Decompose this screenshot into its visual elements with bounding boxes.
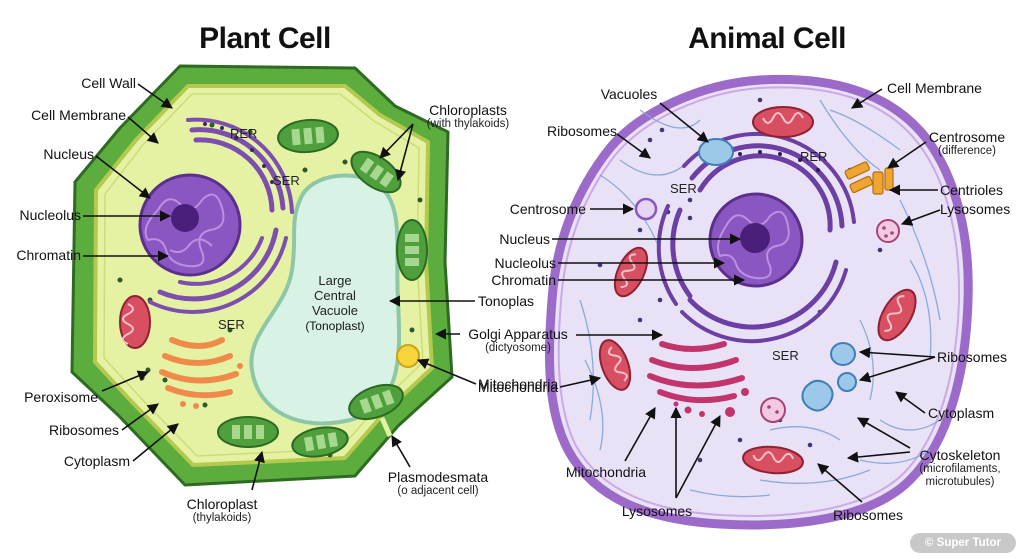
animal-label-ribosomes-top: Ribosomes (546, 123, 617, 139)
plant-mitochondrion (119, 295, 151, 349)
plant-label-vacuole-sub: (Tonoplast) (305, 319, 365, 333)
plant-label-mitochondria: Mitochondria (478, 376, 559, 392)
plant-cell-title: Plant Cell (199, 22, 331, 55)
plant-cell (70, 64, 477, 491)
plant-label-nucleus: Nucleus (43, 146, 94, 162)
animal-golgi (647, 341, 745, 404)
plant-leader-lines (83, 83, 477, 491)
plant-label-chloroplasts: Chloroplasts (with thylakoids) (427, 103, 509, 131)
plant-golgi (159, 337, 239, 399)
animal-label-chromatin: Chromatin (491, 272, 556, 288)
animal-label-cytoskeleton-title: Cytoskeleton (919, 447, 1001, 463)
animal-membrane-inner (557, 86, 961, 517)
plant-golgi-vesicles (180, 363, 243, 409)
animal-cell (545, 74, 973, 530)
animal-leader-lines (552, 88, 941, 503)
plant-label-golgi: Golgi Apparatus (dictyosome) (468, 327, 568, 355)
plant-label-chloroplast-title: Chloroplast (186, 496, 258, 512)
plant-label-rer: RER (230, 126, 258, 141)
plant-label-golgi-sub: (dictyosome) (485, 342, 551, 354)
plant-label-cell-wall: Cell Wall (81, 75, 136, 91)
animal-label-nucleus: Nucleus (499, 231, 550, 247)
plant-nucleolus (171, 204, 199, 232)
plant-label-chloroplasts-sub: (with thylakoids) (426, 118, 510, 130)
plant-label-vacuole-3: Vacuole (311, 303, 359, 318)
animal-label-lysosomes-bottom: Lysosomes (621, 503, 693, 519)
plant-label-peroxisome: Peroxisome (24, 389, 98, 405)
plant-label-plasmodesmata: Plasmodesmata (o adjacent cell) (388, 470, 488, 498)
animal-label-centrosome-right-sub: (difference) (938, 145, 996, 157)
plant-label-ribosomes: Ribosomes (48, 422, 119, 438)
plant-label-golgi-title: Golgi Apparatus (468, 326, 568, 342)
plant-label-nucleolus: Nucleolus (19, 207, 81, 223)
animal-label-ribosomes-right: Ribosomes (937, 349, 1008, 365)
plant-label-chromatin: Chromatin (16, 247, 81, 263)
animal-label-cytoskeleton: Cytoskeleton (microfilaments, microtubul… (919, 448, 1000, 489)
plant-label-chloroplast-sub: (thylakoids) (192, 512, 252, 524)
animal-centrioles (844, 161, 894, 195)
animal-label-nucleolus: Nucleolus (494, 255, 556, 271)
animal-label-vacuoles: Vacuoles (600, 86, 658, 102)
animal-label-ser-top: SER (670, 181, 697, 196)
plant-label-cytoplasm: Cytoplasm (63, 453, 130, 469)
animal-label-centrioles: Centrioles (940, 182, 1004, 198)
plant-label-vacuole-2: Central (314, 288, 356, 303)
animal-label-ribosomes-bottom: Ribosomes (832, 507, 904, 523)
animal-label-cytoskeleton-sub1: (microfilaments, (919, 463, 1001, 475)
animal-label-rer: RER (800, 149, 828, 164)
plant-plasmodesma (379, 416, 393, 438)
animal-label-centrosome-right: Centrosome (difference) (929, 130, 1005, 158)
animal-label-mitochondria-bottom: Mitochondria (565, 464, 647, 480)
animal-rer-ribosomes (738, 150, 820, 172)
plant-label-plasmodesmata-sub: (o adjacent cell) (397, 485, 479, 497)
animal-label-cytoplasm: Cytoplasm (928, 405, 995, 421)
plant-label-vacuole-1: Large (318, 273, 352, 288)
animal-mitochondria (598, 106, 917, 475)
animal-centrosome-left (634, 197, 658, 221)
animal-label-centrosome-right-title: Centrosome (928, 129, 1006, 145)
animal-nucleolus (740, 223, 770, 253)
plant-label-chloroplast: Chloroplast (thylakoids) (187, 497, 258, 525)
plant-label-tonoplast: Tonoplas (478, 293, 535, 309)
animal-lysosomes (760, 219, 900, 423)
watermark-badge: © Super Tutor (910, 533, 1016, 553)
animal-label-ser-bottom: SER (772, 348, 799, 363)
plant-yellow-body (396, 344, 420, 368)
plant-membrane-inner-line (103, 93, 424, 457)
animal-cytoskeleton-filaments (579, 99, 941, 498)
animal-label-cytoskeleton-sub2: microtubules) (925, 476, 995, 488)
plant-label-chloroplasts-title: Chloroplasts (429, 102, 507, 118)
animal-cell-title: Animal Cell (688, 22, 846, 55)
animal-vacuoles (698, 138, 857, 412)
animal-label-mitochondria-left: Mitochondria (477, 379, 558, 395)
plant-label-ser-bottom: SER (218, 317, 245, 332)
plant-label-cell-membrane: Cell Membrane (31, 107, 126, 123)
animal-golgi-vesicles (673, 388, 749, 417)
animal-label-lysosomes-right: Lysosomes (940, 201, 1011, 217)
animal-label-centrosome-left: Centrosome (509, 201, 586, 217)
plant-rer-ribosomes (203, 122, 274, 184)
plant-label-plasmodesmata-title: Plasmodesmata (387, 469, 489, 485)
plant-label-ser-top: SER (273, 173, 300, 188)
plant-chloroplasts (217, 118, 428, 458)
animal-label-cell-membrane: Cell Membrane (887, 80, 982, 96)
